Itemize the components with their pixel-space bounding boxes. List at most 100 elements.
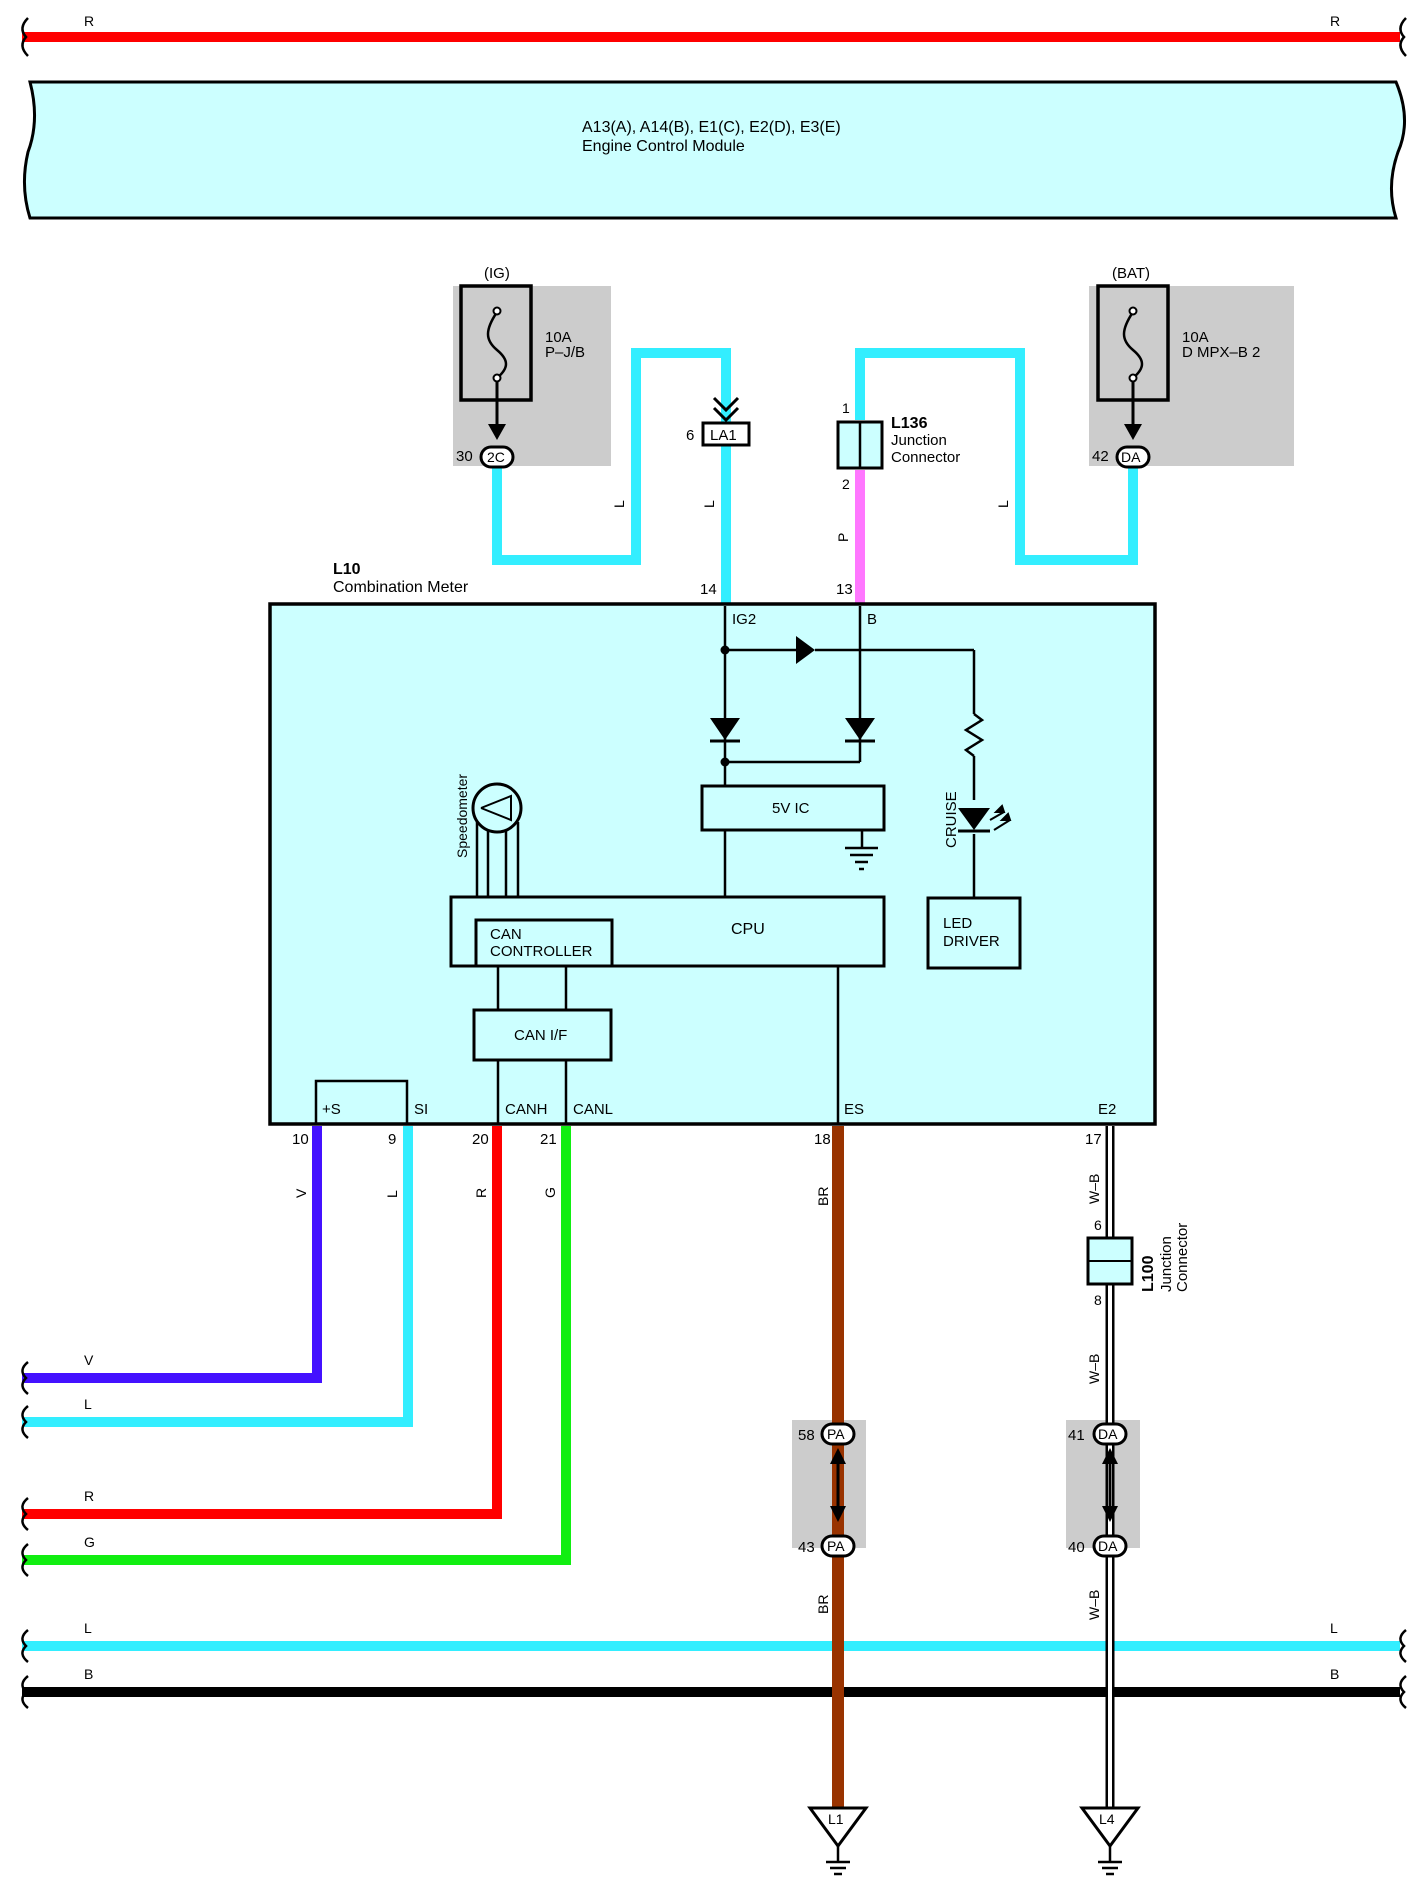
bat-fuse-rating: 10A bbox=[1182, 329, 1209, 346]
bottom-bus-l-right: L bbox=[1330, 1620, 1338, 1636]
wire-label-e2-mid: W–B bbox=[1086, 1354, 1102, 1384]
cruise-label: CRUISE bbox=[943, 791, 960, 848]
pa-top-conn: PA bbox=[827, 1426, 845, 1442]
diode-icon bbox=[710, 718, 740, 740]
wire-break-mark bbox=[21, 1361, 29, 1395]
diode-icon bbox=[796, 636, 815, 664]
l136-pin-top: 1 bbox=[842, 400, 850, 416]
da-connector bbox=[1092, 1422, 1128, 1558]
pin-num-9: 9 bbox=[388, 1131, 396, 1148]
bat-fuse-shade bbox=[1089, 286, 1294, 466]
pin-num-17: 17 bbox=[1085, 1131, 1102, 1148]
pin-name-canl: CANL bbox=[573, 1101, 613, 1118]
wire-break-mark bbox=[1399, 1675, 1407, 1709]
pin-ig2-num: 14 bbox=[700, 581, 717, 598]
wire-label-canl: G bbox=[542, 1187, 558, 1198]
l136-pin-bottom: 2 bbox=[842, 476, 850, 492]
ecm-box bbox=[22, 80, 1407, 220]
l136-line2: Connector bbox=[891, 449, 960, 466]
wire-label-ig-a: L bbox=[611, 500, 627, 508]
wire-label-ig-b: L bbox=[701, 500, 717, 508]
bat-fuse-icon bbox=[1122, 311, 1144, 379]
wire-break-mark bbox=[21, 17, 29, 57]
pa-connector bbox=[820, 1422, 856, 1558]
ecm-subtitle: Engine Control Module bbox=[582, 138, 745, 155]
top-bus-right-label: R bbox=[1330, 13, 1340, 29]
wire-break-mark bbox=[21, 1543, 29, 1577]
led-driver-line1: LED bbox=[943, 915, 972, 932]
pin-num-18: 18 bbox=[814, 1131, 831, 1148]
combination-meter-box bbox=[268, 602, 1157, 1126]
ground-point-l4 bbox=[1079, 1806, 1141, 1849]
ig-fuse-rating: 10A bbox=[545, 329, 572, 346]
da-top-conn: DA bbox=[1098, 1426, 1118, 1442]
can-controller-line1: CAN bbox=[490, 926, 522, 943]
pin-num-20: 20 bbox=[472, 1131, 489, 1148]
meter-id: L10 bbox=[333, 561, 361, 578]
speedometer-label: Speedometer bbox=[454, 774, 470, 858]
pin-ig2-name: IG2 bbox=[732, 611, 756, 628]
pa-bot-conn: PA bbox=[827, 1538, 845, 1554]
wire-canh bbox=[22, 1126, 502, 1519]
wire-label-es-low: BR bbox=[815, 1595, 831, 1614]
pin-name-s: +S bbox=[322, 1101, 341, 1118]
top-bus-left-label: R bbox=[84, 13, 94, 29]
ground-point-l1 bbox=[807, 1806, 869, 1849]
diode-icon bbox=[845, 718, 875, 740]
wire-break-mark bbox=[21, 1629, 29, 1663]
pin-num-10: 10 bbox=[292, 1131, 309, 1148]
la1-name: LA1 bbox=[710, 427, 737, 444]
meter-internal-circuit bbox=[496, 606, 985, 1124]
pin-b-num: 13 bbox=[836, 581, 853, 598]
led-driver-box bbox=[926, 896, 1022, 970]
wire-label-es: BR bbox=[815, 1187, 831, 1206]
l100-pin-bottom: 8 bbox=[1094, 1292, 1102, 1308]
ic-5v-label: 5V IC bbox=[772, 800, 810, 817]
ig-fuse-pin: 30 bbox=[456, 448, 473, 465]
ground-icon bbox=[845, 846, 878, 871]
da-bot-pin: 40 bbox=[1068, 1539, 1085, 1556]
ground-l1-label: L1 bbox=[828, 1811, 844, 1827]
l100-line2: Connector bbox=[1174, 1223, 1191, 1292]
wire-label-si: L bbox=[384, 1190, 400, 1198]
la1-connector bbox=[701, 421, 751, 447]
da-top-pin: 41 bbox=[1068, 1427, 1085, 1444]
cpu-box bbox=[449, 895, 886, 968]
wire-label-canh: R bbox=[473, 1188, 489, 1198]
left-bus-label-l: L bbox=[84, 1396, 92, 1412]
can-if-box bbox=[472, 1008, 613, 1062]
pin-b-name: B bbox=[867, 611, 877, 628]
ground-l4-label: L4 bbox=[1099, 1811, 1115, 1827]
bat-fuse-pin: 42 bbox=[1092, 448, 1109, 465]
ig-wire bbox=[492, 348, 731, 565]
pin-name-e2: E2 bbox=[1098, 1101, 1116, 1118]
da-bot-conn: DA bbox=[1098, 1538, 1118, 1554]
bat-fuse-conn: DA bbox=[1121, 449, 1141, 465]
wire-break-mark bbox=[1399, 17, 1407, 57]
wire-break-mark bbox=[21, 1405, 29, 1439]
wire-break-mark bbox=[21, 1675, 29, 1709]
bottom-bus-b-left: B bbox=[84, 1666, 93, 1682]
meter-name: Combination Meter bbox=[333, 579, 469, 596]
wire-label-bat: L bbox=[995, 500, 1011, 508]
la1-pin: 6 bbox=[686, 427, 694, 444]
bat-fuse-name: D MPX–B 2 bbox=[1182, 344, 1260, 361]
l100-id: L100 bbox=[1140, 1255, 1157, 1292]
pin-num-21: 21 bbox=[540, 1131, 557, 1148]
wire-label-e2-low: W–B bbox=[1086, 1590, 1102, 1620]
ecm-title: A13(A), A14(B), E1(C), E2(D), E3(E) bbox=[582, 119, 841, 136]
bottom-bus-b-right: B bbox=[1330, 1666, 1339, 1682]
l100-pin-top: 6 bbox=[1094, 1217, 1102, 1233]
wire-label-b-pink: P bbox=[835, 533, 851, 542]
cpu-label: CPU bbox=[731, 921, 765, 938]
speedometer-icon bbox=[471, 782, 523, 834]
wire-label-v: V bbox=[293, 1188, 309, 1198]
can-if-label: CAN I/F bbox=[514, 1027, 567, 1044]
pa-top-pin: 58 bbox=[798, 1427, 815, 1444]
can-controller-line2: CONTROLLER bbox=[490, 943, 593, 960]
left-bus-label-r: R bbox=[84, 1488, 94, 1504]
l136-id: L136 bbox=[891, 415, 928, 432]
bat-label: (BAT) bbox=[1112, 265, 1150, 282]
ic-5v-box bbox=[700, 784, 886, 832]
